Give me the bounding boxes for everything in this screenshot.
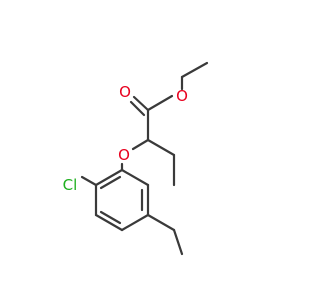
bond <box>129 100 146 117</box>
bond <box>180 61 209 79</box>
bond <box>120 168 150 187</box>
bond <box>94 168 124 187</box>
ester-oxygen-label: O <box>176 87 188 105</box>
bond <box>146 213 176 232</box>
bond <box>94 213 124 232</box>
bond <box>132 95 150 112</box>
bond <box>80 175 98 187</box>
chlorine-label: Cl <box>63 176 78 194</box>
ether-oxygen-label: O <box>118 146 130 164</box>
carbonyl-oxygen-label: O <box>119 83 131 101</box>
bond <box>131 138 150 151</box>
molecule-diagram: O O O Cl <box>63 61 209 256</box>
bond <box>99 210 122 225</box>
bond <box>172 228 184 256</box>
bond <box>99 175 122 190</box>
bond <box>146 138 176 157</box>
bond <box>146 94 174 112</box>
bond <box>120 213 150 232</box>
structure-svg: O O O Cl <box>63 61 209 256</box>
